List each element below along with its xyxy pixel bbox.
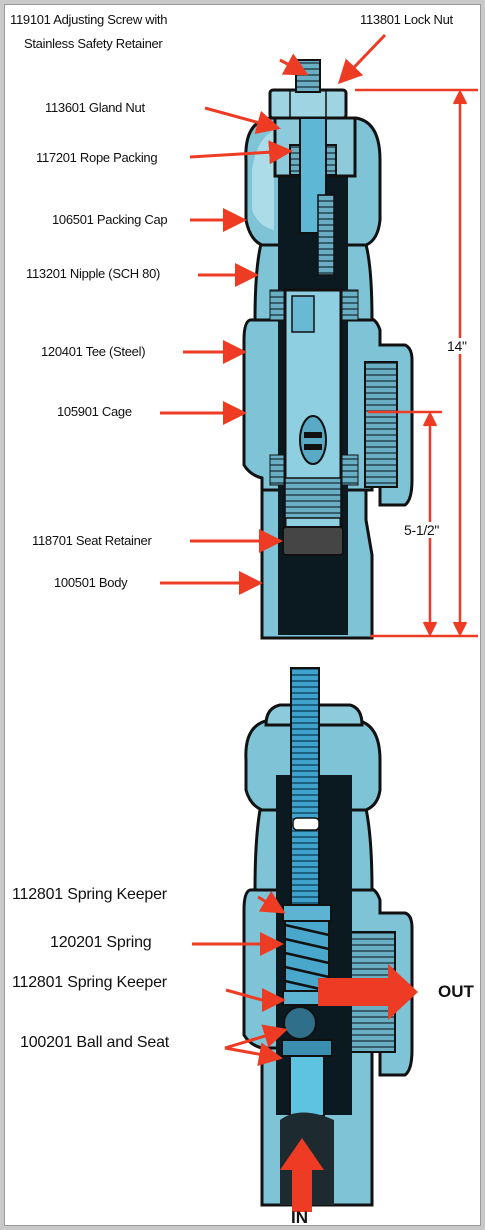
label-spring-keeper-bottom: 112801 Spring Keeper xyxy=(12,974,167,991)
dimension-overall-height: 14" xyxy=(445,338,469,354)
label-seat-retainer: 118701 Seat Retainer xyxy=(32,533,152,548)
dimension-outlet-height: 5-1/2" xyxy=(402,522,442,538)
top-leader-arrows xyxy=(160,33,387,595)
flow-arrows xyxy=(280,964,418,1212)
adjusting-screw-119101 xyxy=(295,59,321,93)
seat-retainer-118701 xyxy=(282,526,344,556)
label-tee: 120401 Tee (Steel) xyxy=(41,344,146,359)
label-ball-and-seat: 100201 Ball and Seat xyxy=(20,1034,170,1051)
label-lock-nut: 113801 Lock Nut xyxy=(360,12,453,27)
adjusting-screw-bottom xyxy=(290,667,320,914)
top-valve-cutaway xyxy=(242,59,414,640)
label-safety-retainer: Stainless Safety Retainer xyxy=(24,36,163,51)
label-spring-keeper-top: 112801 Spring Keeper xyxy=(12,886,167,903)
label-in: IN xyxy=(291,1208,308,1227)
ball-100201 xyxy=(283,1006,317,1040)
bottom-leader-arrows xyxy=(192,890,288,1067)
tee-outlet-threads xyxy=(364,361,398,488)
seat-100201 xyxy=(281,1039,333,1057)
label-nipple: 113201 Nipple (SCH 80) xyxy=(26,266,161,281)
label-cage: 105901 Cage xyxy=(57,404,132,419)
in-flow-arrow xyxy=(280,1138,324,1212)
out-flow-arrow xyxy=(318,964,418,1020)
lock-nut-113801 xyxy=(268,88,348,120)
label-out: OUT xyxy=(438,982,474,1001)
label-rope-packing: 117201 Rope Packing xyxy=(36,150,158,165)
label-packing-cap: 106501 Packing Cap xyxy=(52,212,168,227)
label-gland-nut: 113601 Gland Nut xyxy=(45,100,145,115)
bottom-valve-cutaway xyxy=(242,667,414,1207)
spring-keeper-top xyxy=(282,904,332,922)
label-adjusting-screw: 119101 Adjusting Screw with xyxy=(10,12,168,27)
label-spring: 120201 Spring xyxy=(50,934,152,951)
label-body: 100501 Body xyxy=(54,575,128,590)
